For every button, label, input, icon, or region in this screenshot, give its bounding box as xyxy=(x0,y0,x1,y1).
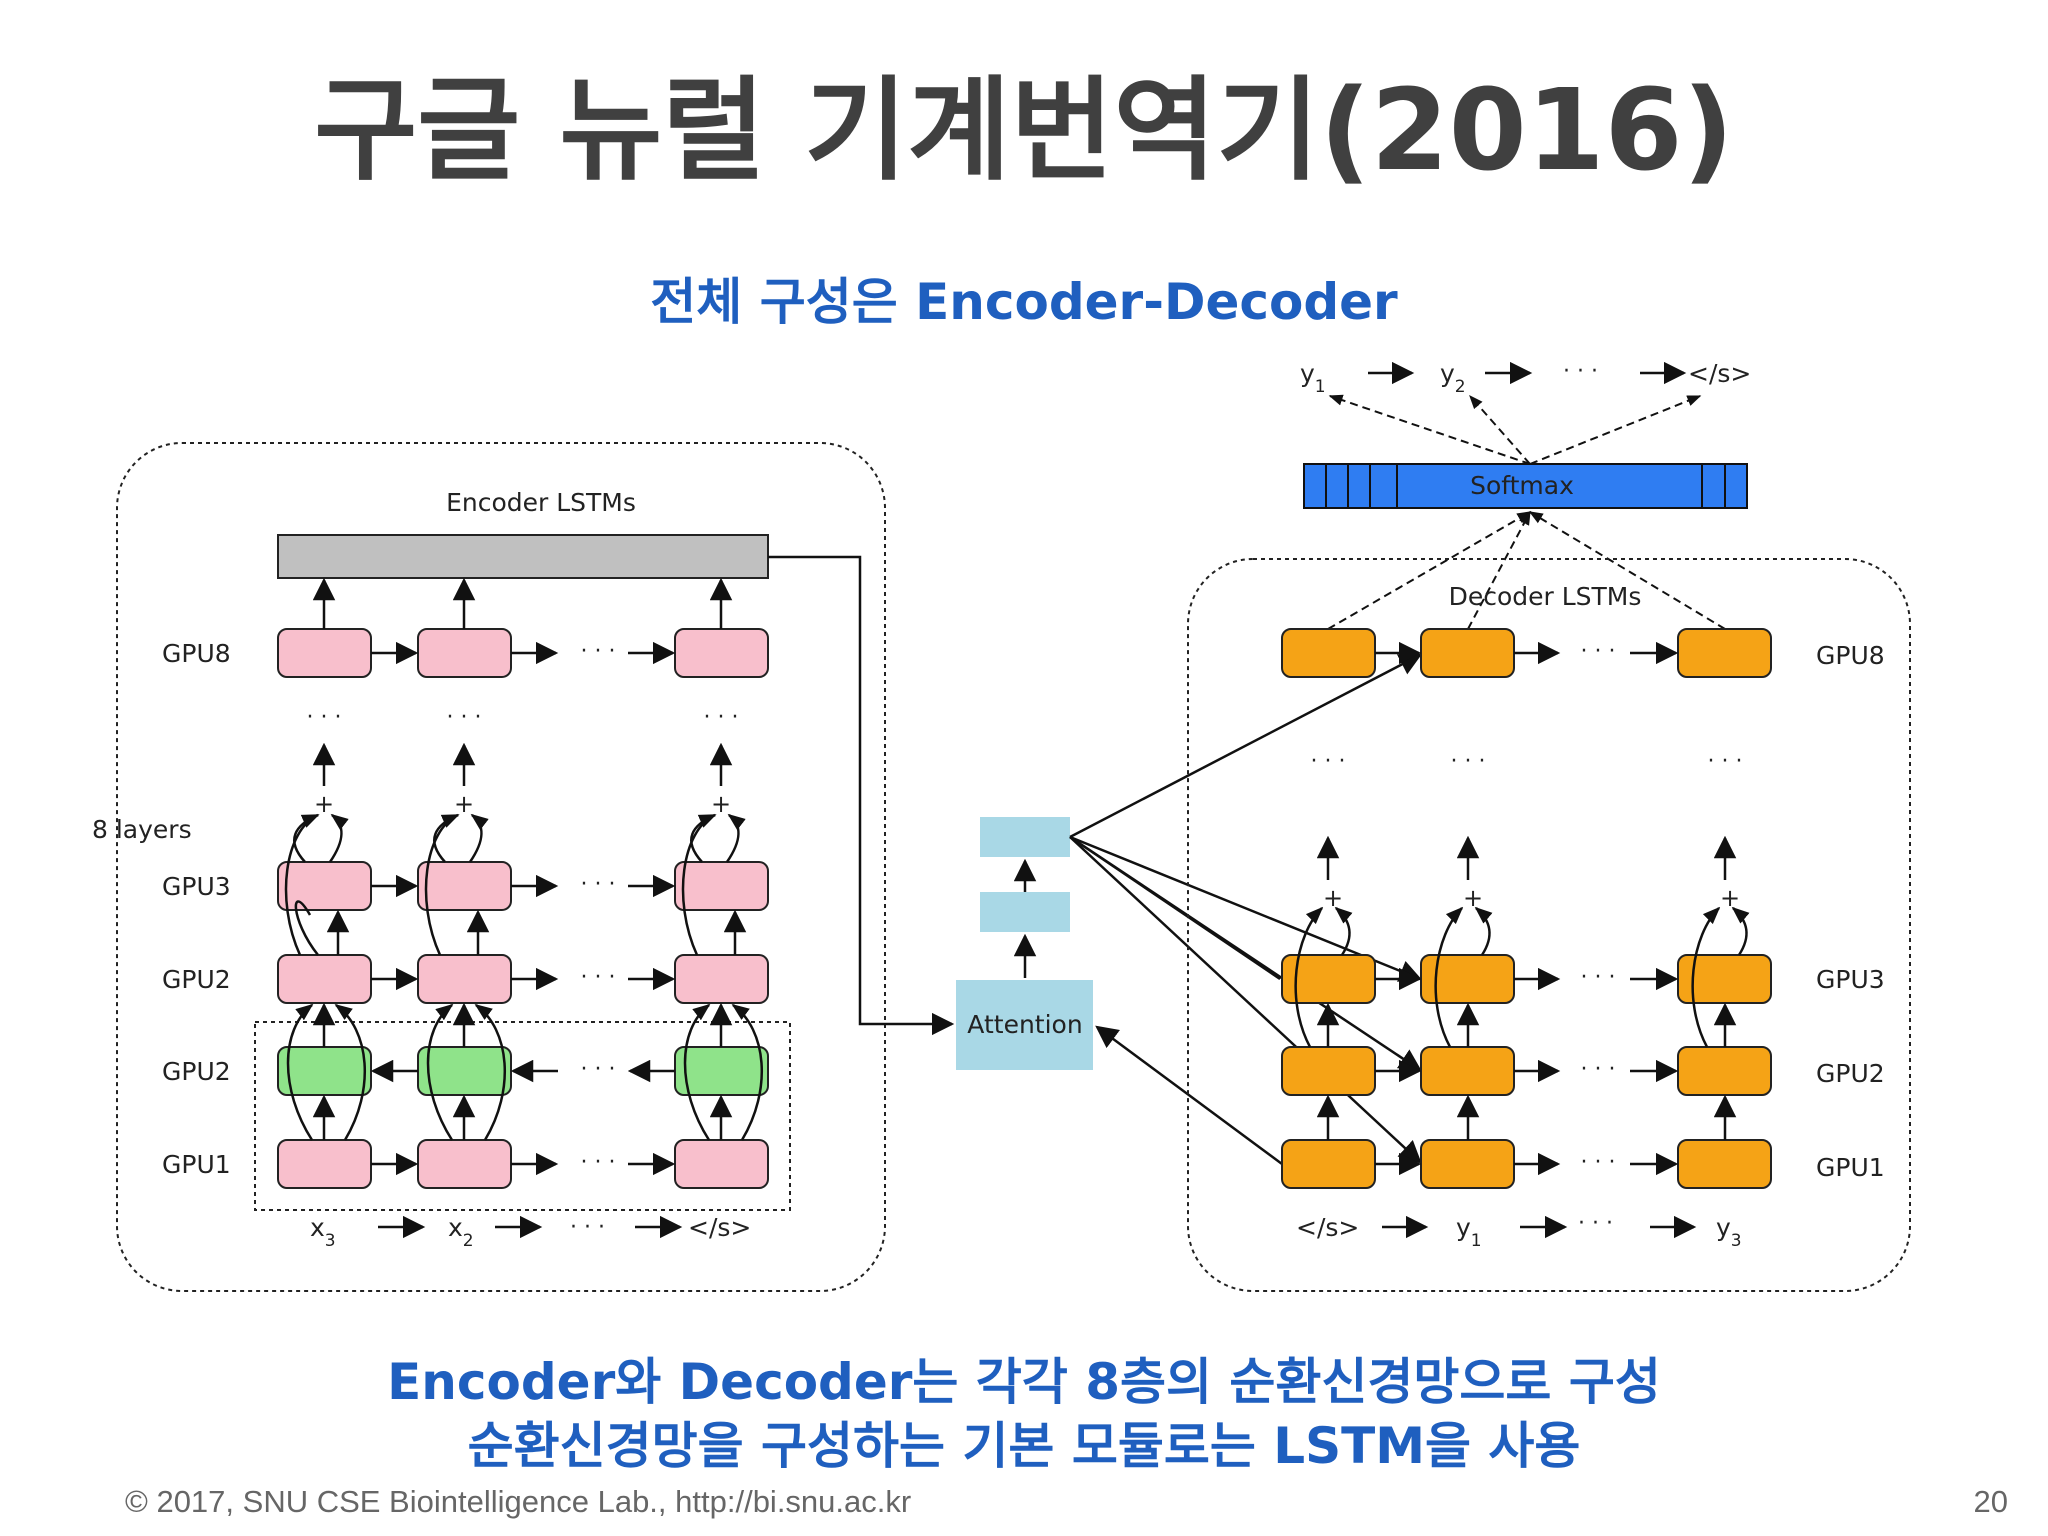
encoder-layers-label: 8 layers xyxy=(92,815,192,844)
encoder-cell xyxy=(277,861,372,911)
encoder-cell xyxy=(277,628,372,678)
decoder-cell xyxy=(1677,628,1772,678)
decoder-input-y3: y3 xyxy=(1716,1213,1742,1251)
softmax-block: Softmax y1 y2 · · · </s> xyxy=(1300,359,1751,630)
encoder-cell xyxy=(674,861,769,911)
decoder-ellipsis: · · · xyxy=(1581,1057,1616,1082)
decoder-ellipsis: · · · xyxy=(1451,749,1486,774)
decoder-cell xyxy=(1677,1046,1772,1096)
decoder-ellipsis: · · · xyxy=(1311,749,1346,774)
decoder-ellipsis: · · · xyxy=(1581,1150,1616,1175)
encoder-cell xyxy=(417,1139,512,1189)
encoder-ellipsis: · · · xyxy=(581,1057,616,1082)
svg-text:+: + xyxy=(1720,884,1740,912)
attention-box xyxy=(956,980,1093,1070)
decoder-ellipsis: · · · xyxy=(1563,359,1598,384)
encoder-input-x2: x2 xyxy=(448,1213,474,1251)
decoder-gpu2-label: GPU2 xyxy=(1816,1059,1885,1088)
encoder-cell xyxy=(417,628,512,678)
decoder-cell xyxy=(1281,1139,1376,1189)
svg-text:+: + xyxy=(1323,884,1343,912)
decoder-ellipsis: · · · xyxy=(1581,639,1616,664)
encoder-cell xyxy=(674,954,769,1004)
decoder-gpu3-label: GPU3 xyxy=(1816,965,1885,994)
encoder-ellipsis: · · · xyxy=(581,639,616,664)
encoder-cell xyxy=(277,1139,372,1189)
decoder-block: Decoder LSTMs GPU8 GPU3 GPU2 GPU1 xyxy=(1187,558,1911,1292)
attention-layer xyxy=(980,892,1070,932)
decoder-output-y2: y2 xyxy=(1440,359,1466,397)
svg-text:+: + xyxy=(1463,884,1483,912)
decoder-input-y1: y1 xyxy=(1456,1213,1482,1251)
encoder-gpu3-label: GPU3 xyxy=(162,872,231,901)
encoder-ellipsis: · · · xyxy=(704,705,739,730)
svg-text:+: + xyxy=(711,790,731,818)
decoder-ellipsis: · · · xyxy=(1581,965,1616,990)
decoder-title: Decoder LSTMs xyxy=(1449,582,1642,611)
encoder-cell xyxy=(277,954,372,1004)
slide-subtitle: 전체 구성은 Encoder-Decoder xyxy=(650,273,1398,331)
encoder-cell xyxy=(417,861,512,911)
slide-title: 구글 뉴럴 기계번역기(2016) xyxy=(314,66,1734,196)
encoder-cell xyxy=(417,954,512,1004)
attention-layer xyxy=(980,817,1070,857)
decoder-frame xyxy=(1187,558,1911,1292)
encoder-block: Encoder LSTMs 8 layers GPU8 GPU3 GPU2 GP… xyxy=(92,442,955,1292)
decoder-ellipsis: · · · xyxy=(1578,1211,1613,1236)
decoder-cell xyxy=(1281,628,1376,678)
encoder-ellipsis: · · · xyxy=(447,705,482,730)
svg-text:+: + xyxy=(454,790,474,818)
encoder-gpu8-label: GPU8 xyxy=(162,639,231,668)
decoder-ellipsis: · · · xyxy=(1708,749,1743,774)
encoder-gpu1-label: GPU1 xyxy=(162,1150,231,1179)
decoder-output-eos: </s> xyxy=(1688,359,1751,388)
decoder-gpu8-label: GPU8 xyxy=(1816,641,1885,670)
encoder-backward-cell xyxy=(674,1046,769,1096)
decoder-gpu1-label: GPU1 xyxy=(1816,1153,1885,1182)
decoder-input-eos: </s> xyxy=(1296,1213,1359,1242)
caption-line-1: Encoder와 Decoder는 각각 8층의 순환신경망으로 구성 xyxy=(387,1353,1661,1411)
footer-copyright: © 2017, SNU CSE Biointelligence Lab., ht… xyxy=(125,1484,912,1519)
encoder-ellipsis: · · · xyxy=(307,705,342,730)
encoder-ellipsis: · · · xyxy=(581,1150,616,1175)
decoder-cell xyxy=(1677,1139,1772,1189)
page-number: 20 xyxy=(1973,1484,2008,1519)
encoder-gpu2b-label: GPU2 xyxy=(162,1057,231,1086)
softmax-label: Softmax xyxy=(1470,471,1574,500)
encoder-title: Encoder LSTMs xyxy=(446,488,636,517)
encoder-backward-cell xyxy=(277,1046,372,1096)
encoder-output-bar xyxy=(277,534,769,579)
softmax-bar xyxy=(1303,463,1748,509)
decoder-output-y1: y1 xyxy=(1300,359,1326,397)
encoder-cell xyxy=(674,1139,769,1189)
decoder-cell xyxy=(1281,1046,1376,1096)
encoder-gpu2-label: GPU2 xyxy=(162,965,231,994)
decoder-cell xyxy=(1420,628,1515,678)
encoder-input-x3: x3 xyxy=(310,1213,336,1251)
decoder-cell xyxy=(1420,1139,1515,1189)
encoder-input-eos: </s> xyxy=(688,1213,751,1242)
svg-text:+: + xyxy=(314,790,334,818)
attention-label: Attention xyxy=(967,1010,1082,1039)
encoder-ellipsis: · · · xyxy=(581,965,616,990)
encoder-backward-cell xyxy=(417,1046,512,1096)
caption-line-2: 순환신경망을 구성하는 기본 모듈로는 LSTM을 사용 xyxy=(467,1417,1581,1475)
encoder-frame xyxy=(116,442,886,1292)
encoder-ellipsis: · · · xyxy=(570,1215,605,1240)
encoder-bidirectional-frame xyxy=(254,1021,791,1211)
decoder-cell xyxy=(1420,1046,1515,1096)
encoder-ellipsis: · · · xyxy=(581,872,616,897)
encoder-cell xyxy=(674,628,769,678)
